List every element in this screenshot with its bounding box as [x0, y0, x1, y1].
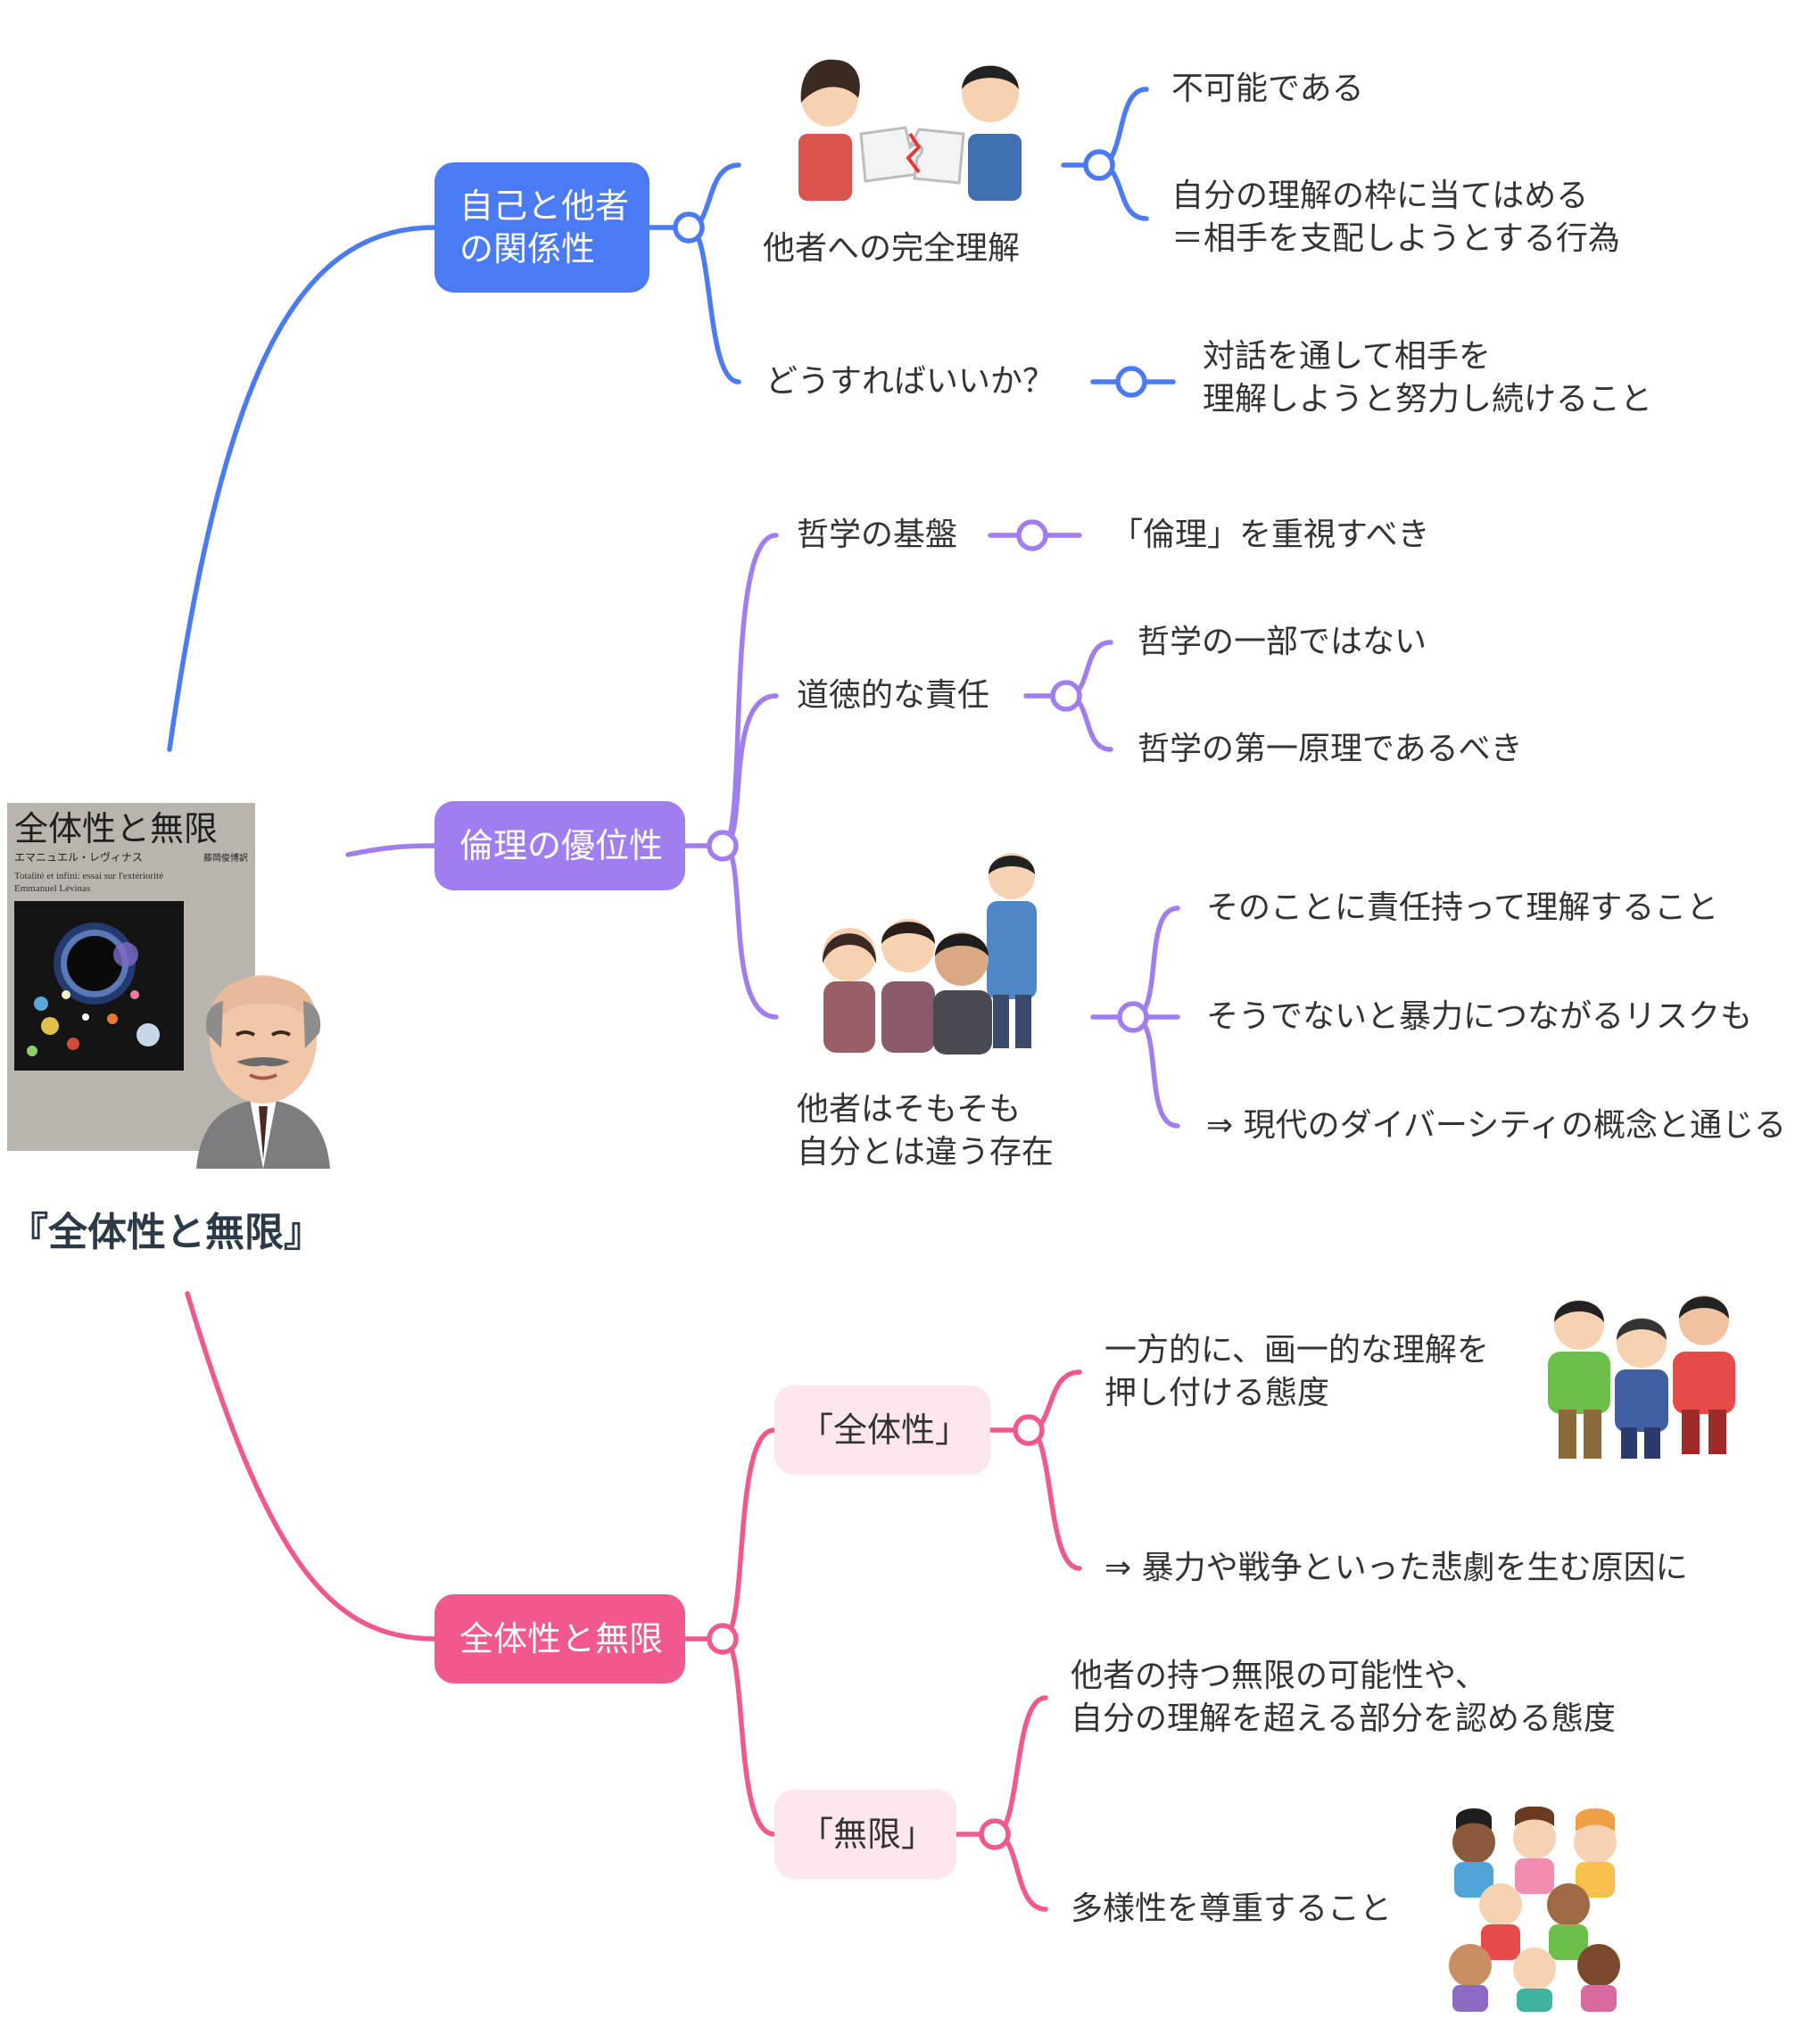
b2-child-moral-responsibility[interactable]: 道徳的な責任 — [797, 677, 990, 714]
branch2-junction[interactable] — [707, 830, 739, 862]
connector-root-branch3 — [185, 1291, 437, 1642]
group-of-people-icon — [822, 853, 1037, 1055]
book-author-latin: Emmanuel Lévinas — [14, 883, 91, 894]
b2-c1-junction[interactable] — [1016, 519, 1048, 551]
b3-leaf-one-sided[interactable]: 一方的に、画一的な理解を 押し付ける態度 — [1104, 1332, 1489, 1411]
b2-leaf-violence-risk[interactable]: そうでないと暴力につながるリスクも — [1206, 998, 1753, 1035]
levinas-portrait-icon — [196, 975, 330, 1169]
b2-child-foundation[interactable]: 哲学の基盤 — [797, 517, 958, 553]
diverse-crowd-icon — [1449, 1807, 1620, 2012]
b2-leaf-first-principle[interactable]: 哲学の第一原理であるべき — [1138, 731, 1523, 767]
b3-c1-junction[interactable] — [1013, 1414, 1045, 1446]
bullying-people-icon — [1548, 1295, 1735, 1459]
b1-c1-junction[interactable] — [1083, 149, 1115, 181]
b1-leaf-impossible[interactable]: 不可能である — [1171, 70, 1364, 107]
b1-leaf-dialogue[interactable]: 対話を通して相手を 理解しようと努力し続けること — [1203, 338, 1653, 418]
root-title[interactable]: 『全体性と無限』 — [9, 1210, 323, 1255]
connector-root-branch2 — [345, 843, 437, 857]
b3-leaf-tragedy-cause[interactable]: ⇒ 暴力や戦争といった悲劇を生む原因に — [1104, 1550, 1688, 1586]
b1-child-how-should[interactable]: どうすればいいか？ — [765, 363, 1055, 400]
puzzle-pieces-misfit-people-icon — [798, 59, 1022, 201]
b1-child-complete-understanding[interactable]: 他者への完全理解 — [763, 230, 1021, 267]
branch3-junction[interactable] — [707, 1623, 739, 1655]
b2-leaf-diversity[interactable]: ⇒ 現代のダイバーシティの概念と通じる — [1206, 1107, 1787, 1144]
book-author: エマニュエル・レヴィナス — [14, 851, 144, 864]
b2-leaf-ethics-emphasis[interactable]: 「倫理」を重視すべき — [1111, 517, 1430, 553]
b3-child-infinity[interactable]: 「無限」 — [774, 1790, 956, 1879]
b3-leaf-respect-diversity[interactable]: 多様性を尊重すること — [1071, 1890, 1393, 1927]
b2-leaf-take-responsibility[interactable]: そのことに責任持って理解すること — [1206, 889, 1719, 926]
b1-leaf-own-frame[interactable]: 自分の理解の枠に当てはめる ＝相手を支配しようとする行為 — [1171, 178, 1620, 257]
connector-root-branch1 — [167, 225, 437, 752]
branch-totality-infinity[interactable]: 全体性と無限 — [434, 1594, 685, 1683]
b3-c2-junction[interactable] — [979, 1818, 1011, 1850]
branch-self-and-other[interactable]: 自己と他者 の関係性 — [434, 162, 649, 293]
book-cover-art — [14, 901, 184, 1071]
book-subtitle: Totalité et infini: essai sur l'extérior… — [14, 871, 164, 881]
book-translator-suffix: 訳 — [239, 854, 248, 864]
b3-child-totality[interactable]: 「全体性」 — [774, 1385, 990, 1475]
book-translator: 藤岡俊博 — [203, 854, 239, 864]
b1-c2-junction[interactable] — [1115, 366, 1147, 398]
b2-c2-junction[interactable] — [1050, 680, 1082, 712]
branch-primacy-of-ethics[interactable]: 倫理の優位性 — [434, 801, 685, 890]
b2-c3-junction[interactable] — [1117, 1001, 1149, 1033]
branch1-junction[interactable] — [673, 211, 705, 244]
book-title: 全体性と無限 — [14, 809, 219, 848]
b2-child-others-different[interactable]: 他者はそもそも 自分とは違う存在 — [797, 1091, 1055, 1170]
b3-leaf-infinite-possibility[interactable]: 他者の持つ無限の可能性や、 自分の理解を超える部分を認める態度 — [1071, 1658, 1616, 1737]
b2-leaf-not-part[interactable]: 哲学の一部ではない — [1138, 624, 1427, 660]
book-cover: 全体性と無限 エマニュエル・レヴィナス 藤岡俊博訳 Totalité et in… — [7, 803, 255, 1151]
